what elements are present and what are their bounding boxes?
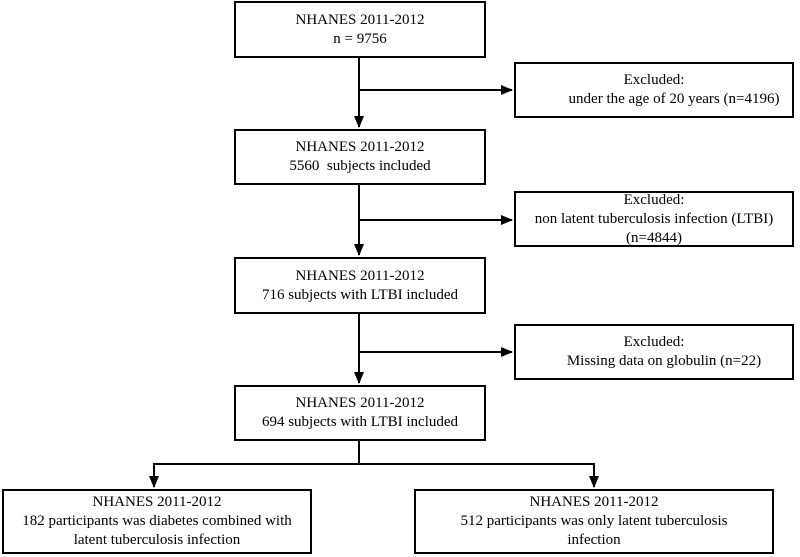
exclusion-reason: Missing data on globulin (n=22)	[566, 353, 762, 369]
group-description-cont: infection	[567, 532, 621, 548]
group-description-cont: latent tuberculosis infection	[73, 532, 241, 548]
exclusion-title: Excluded:	[623, 334, 685, 350]
group-label: NHANES 2011-2012	[92, 494, 222, 510]
exclusion-title: Excluded:	[623, 72, 685, 88]
step-count: 694 subjects with LTBI included	[261, 414, 459, 430]
exclusion-reason: non latent tuberculosis infection (LTBI)	[534, 210, 774, 227]
step-box-initial: NHANES 2011-2012 n = 9756	[234, 1, 486, 58]
exclusion-box-non-ltbi: Excluded: non latent tuberculosis infect…	[514, 191, 794, 247]
step-box-adults: NHANES 2011-2012 5560 subjects included	[234, 129, 486, 185]
step-box-ltbi: NHANES 2011-2012 716 subjects with LTBI …	[234, 257, 486, 314]
step-box-ltbi-complete: NHANES 2011-2012 694 subjects with LTBI …	[234, 385, 486, 441]
group-label: NHANES 2011-2012	[529, 494, 659, 510]
group-description: 182 participants was diabetes combined w…	[22, 513, 292, 529]
group-box-ltbi-only: NHANES 2011-2012 512 participants was on…	[414, 489, 774, 554]
step-label: NHANES 2011-2012	[295, 267, 425, 284]
step-label: NHANES 2011-2012	[295, 11, 425, 28]
exclusion-reason: under the age of 20 years (n=4196)	[568, 91, 780, 107]
step-label: NHANES 2011-2012	[295, 395, 425, 411]
exclusion-count: (n=4844)	[626, 229, 682, 246]
step-count: 5560 subjects included	[289, 158, 431, 174]
group-description: 512 participants was only latent tubercu…	[460, 513, 728, 529]
step-label: NHANES 2011-2012	[295, 139, 425, 155]
exclusion-title: Excluded:	[623, 191, 685, 208]
step-count: n = 9756	[333, 30, 387, 47]
step-count: 716 subjects with LTBI included	[261, 286, 459, 303]
exclusion-box-age: Excluded: under the age of 20 years (n=4…	[514, 62, 794, 118]
group-box-diabetes-ltbi: NHANES 2011-2012 182 participants was di…	[2, 489, 312, 554]
exclusion-box-globulin: Excluded: Missing data on globulin (n=22…	[514, 324, 794, 380]
